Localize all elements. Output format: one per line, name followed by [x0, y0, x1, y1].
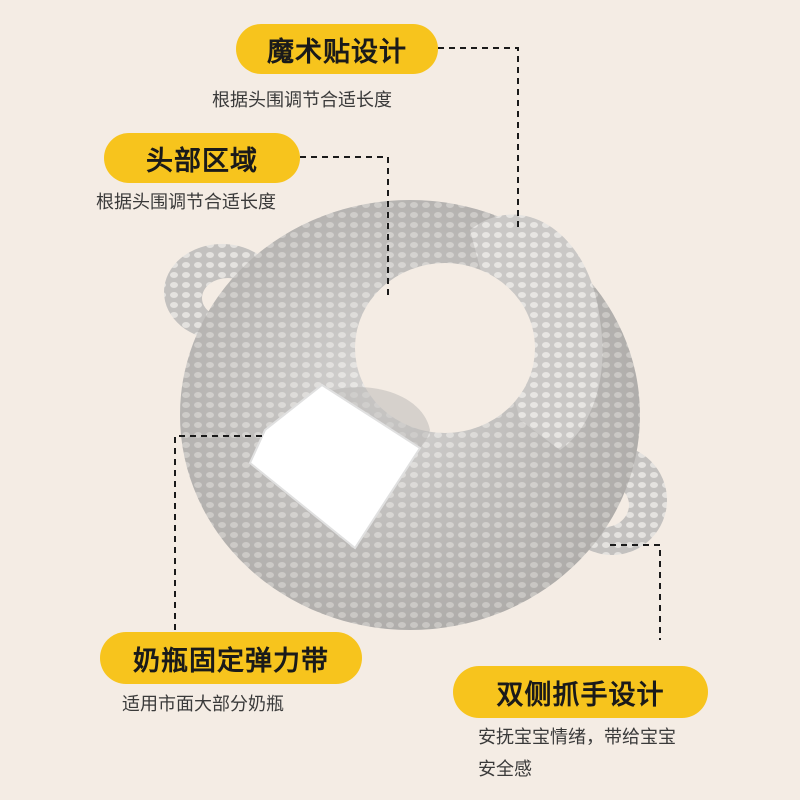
leader-handles — [610, 544, 661, 640]
callout-strap-title: 奶瓶固定弹力带 — [100, 632, 362, 684]
callout-handles-desc: 安抚宝宝情绪，带给宝宝安全感 — [478, 727, 676, 780]
callout-head-desc: 根据头围调节合适长度 — [96, 192, 276, 213]
leader-head — [300, 156, 389, 300]
callout-head-title: 头部区域 — [104, 133, 300, 183]
leader-lines — [174, 47, 661, 640]
bottle-strap — [248, 383, 422, 550]
callout-strap-desc: 适用市面大部分奶瓶 — [122, 694, 284, 715]
callout-handles-title: 双侧抓手设计 — [453, 666, 708, 718]
leader-velcro — [438, 47, 519, 232]
callout-velcro-title: 魔术贴设计 — [236, 24, 438, 74]
pillow-body — [180, 200, 640, 630]
callout-velcro-desc: 根据头围调节合适长度 — [212, 90, 392, 111]
